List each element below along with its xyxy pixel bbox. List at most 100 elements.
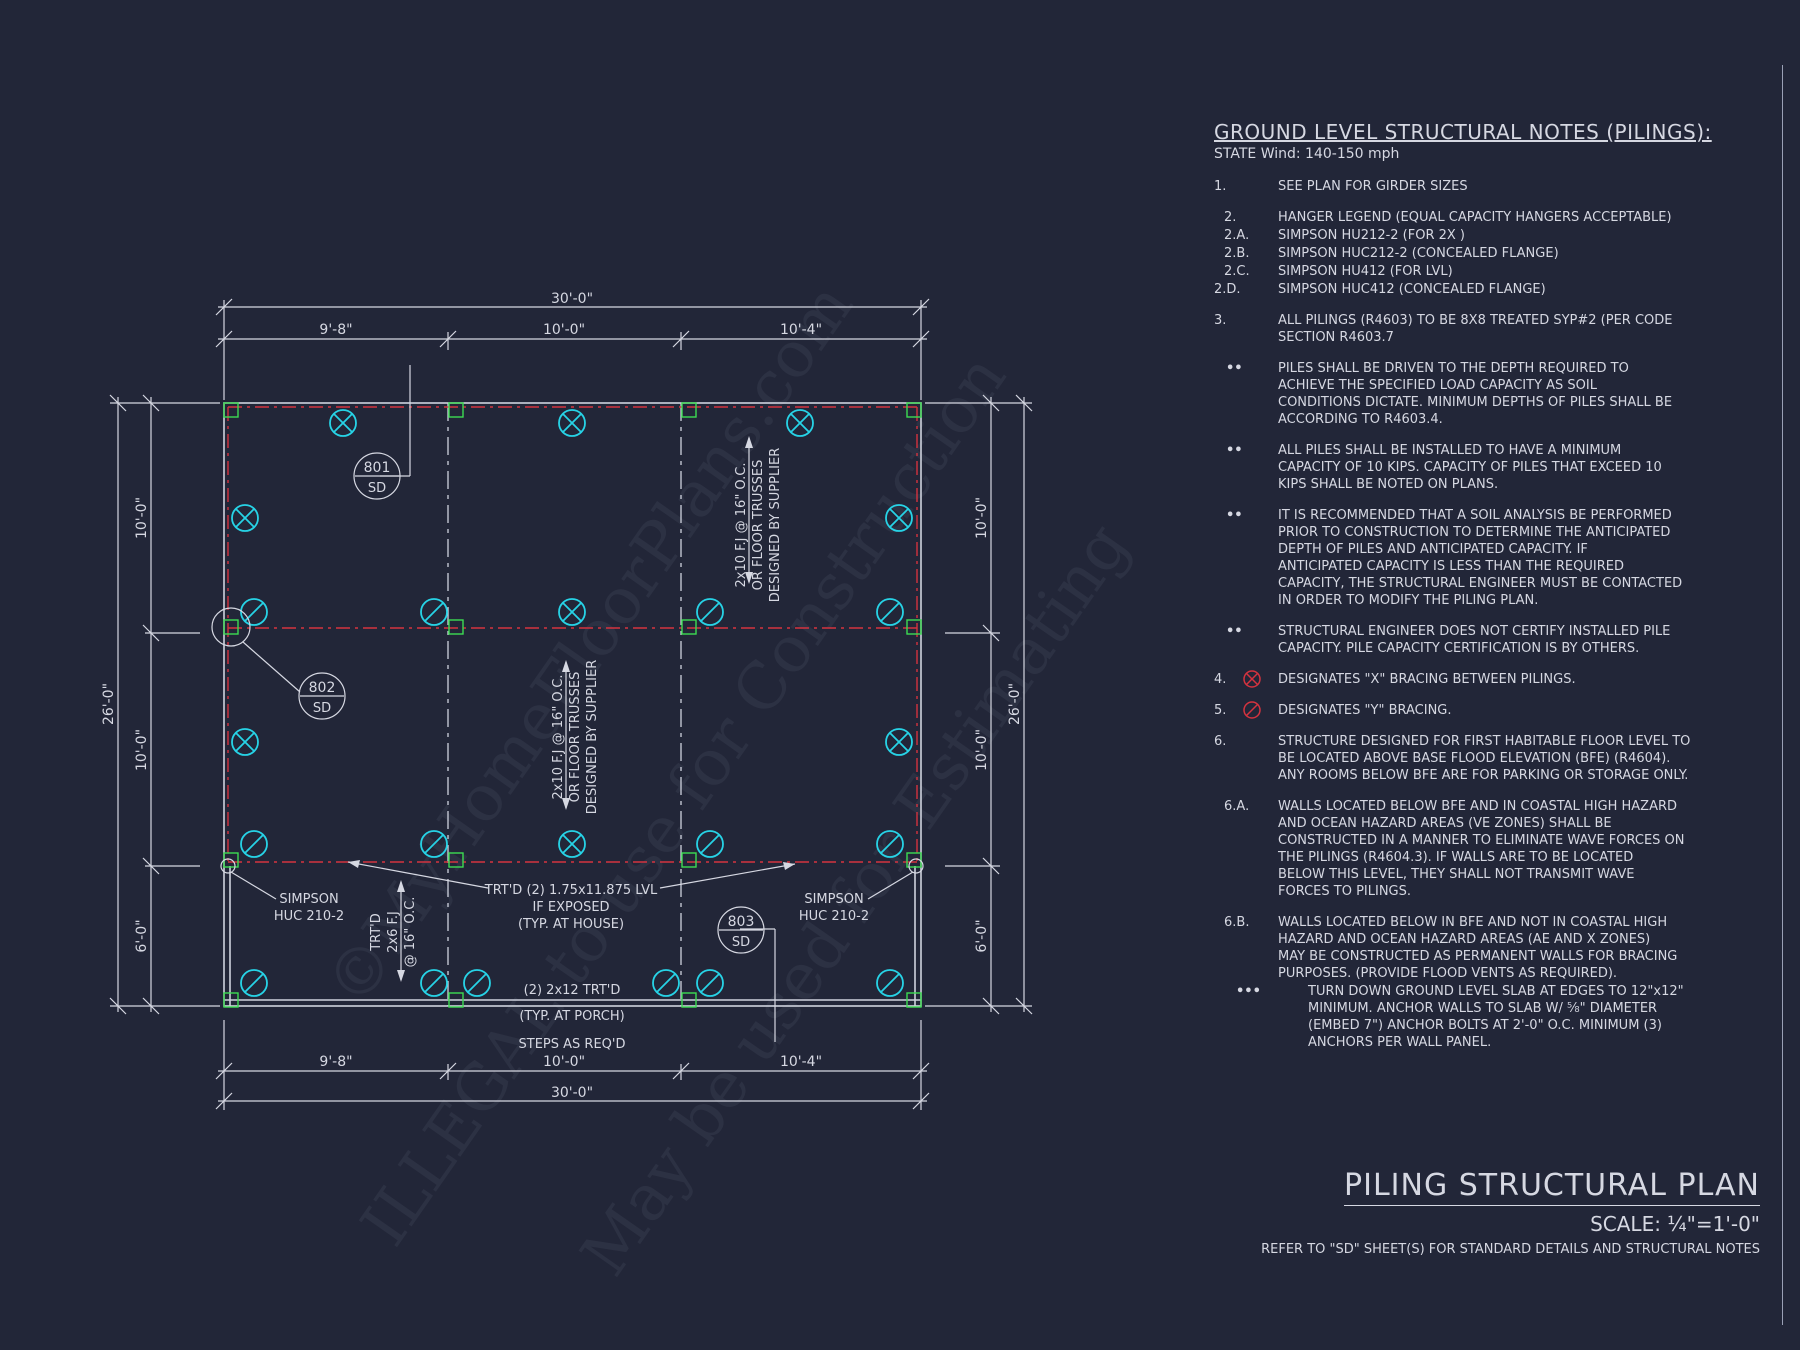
- post: [906, 992, 922, 1008]
- hanger-right-line-1: SIMPSON: [804, 892, 863, 907]
- steps-label: STEPS AS REQ'D: [519, 1037, 626, 1052]
- note-text: WALLS LOCATED BELOW BFE AND IN COASTAL H…: [1278, 799, 1685, 899]
- note-item: 1.SEE PLAN FOR GIRDER SIZES: [1214, 178, 1734, 195]
- dim-top-seg1: 9'-8": [319, 322, 352, 338]
- piling-y-braced: [240, 598, 268, 626]
- note-item: 4.DESIGNATES "X" BRACING BETWEEN PILINGS…: [1214, 670, 1734, 688]
- hanger-right-line-2: HUC 210-2: [799, 909, 869, 924]
- watermark: ©MyHomeFloorPlans.com ILLEGAL to use for…: [312, 270, 1143, 1289]
- hanger-left: SIMPSON HUC 210-2: [220, 858, 344, 924]
- dim-left-overall: 26'-0": [101, 683, 117, 725]
- note-number: 2.A.: [1224, 228, 1250, 243]
- note-text: DESIGNATES "Y" BRACING.: [1278, 703, 1452, 718]
- post: [223, 402, 239, 418]
- callout-801-num: 801: [364, 460, 391, 476]
- notes-heading: GROUND LEVEL STRUCTURAL NOTES (PILINGS):: [1214, 120, 1712, 144]
- note-text: SEE PLAN FOR GIRDER SIZES: [1278, 179, 1468, 194]
- note-number: 3.: [1214, 313, 1227, 328]
- hanger-left-line-1: SIMPSON: [279, 892, 338, 907]
- post: [906, 402, 922, 418]
- note-item: •• STRUCTURAL ENGINEER DOES NOT CERTIFY I…: [1214, 623, 1734, 657]
- drawing-scale: SCALE: ¼"=1'-0": [1590, 1212, 1760, 1236]
- posts: [223, 402, 922, 1008]
- note-item: ••IT IS RECOMMENDED THAT A SOIL ANALYSIS…: [1214, 507, 1734, 609]
- callout-802-sheet: SD: [313, 701, 331, 716]
- piling-y-braced: [240, 830, 268, 858]
- note-text: HANGER LEGEND (EQUAL CAPACITY HANGERS AC…: [1278, 210, 1672, 225]
- callout-803-num: 803: [728, 914, 755, 930]
- porch-joist-label: TRT'D 2x6 F.J @ 16" O.C.: [369, 880, 418, 982]
- note-text: STRUCTURE DESIGNED FOR FIRST HABITABLE F…: [1278, 734, 1691, 783]
- note-text: STRUCTURAL ENGINEER DOES NOT CERTIFY INS…: [1278, 624, 1671, 656]
- dimensions: 30'-0" 9'-8" 10'-0" 10'-4" 9'-8" 10'-0" …: [101, 291, 1033, 1110]
- piling-x-braced: [231, 728, 259, 756]
- y-bracing-icon: [1243, 701, 1261, 719]
- piling-x-braced: [329, 409, 357, 437]
- callout-801-sheet: SD: [368, 481, 386, 496]
- callout-803-sheet: SD: [732, 935, 750, 950]
- porch-beam-line-1: (2) 2x12 TRT'D: [524, 983, 621, 998]
- piling-y-braced: [652, 969, 680, 997]
- dim-left-seg3: 6'-0": [134, 919, 150, 952]
- note-item: 6.A. WALLS LOCATED BELOW BFE AND IN COAST…: [1214, 798, 1734, 900]
- pilings: [231, 409, 913, 997]
- joist-right-line-3: DESIGNED BY SUPPLIER: [768, 448, 783, 603]
- callout-803: 803 SD: [717, 906, 765, 954]
- note-text: DESIGNATES "X" BRACING BETWEEN PILINGS.: [1278, 672, 1576, 687]
- note-number: ••: [1226, 624, 1243, 639]
- notes-subheading: STATE Wind: 140-150 mph: [1214, 146, 1400, 162]
- dim-right-overall: 26'-0": [1007, 683, 1023, 725]
- post: [448, 402, 464, 418]
- joist-center-line-1: 2x10 F.J @ 16" O.C.: [551, 675, 566, 800]
- title-block: PILING STRUCTURAL PLAN SCALE: ¼"=1'-0" R…: [1261, 1168, 1760, 1257]
- porch-joist-line-2: 2x6 F.J: [386, 911, 401, 953]
- callout-802-num: 802: [309, 680, 336, 696]
- piling-x-braced: [786, 409, 814, 437]
- note-number: 2.B.: [1224, 246, 1250, 261]
- dim-right-seg1: 10'-0": [974, 497, 990, 539]
- note-item: 2.C. SIMPSON HU412 (FOR LVL): [1214, 263, 1734, 280]
- note-number: ••: [1226, 443, 1243, 458]
- note-text: IT IS RECOMMENDED THAT A SOIL ANALYSIS B…: [1278, 508, 1683, 608]
- note-text: ALL PILES SHALL BE INSTALLED TO HAVE A M…: [1278, 443, 1662, 492]
- callout-802: 802 SD: [298, 672, 346, 720]
- note-item: ••PILES SHALL BE DRIVEN TO THE DEPTH REQ…: [1214, 360, 1734, 428]
- note-item: 2.B.SIMPSON HUC212-2 (CONCEALED FLANGE): [1214, 245, 1734, 262]
- post: [906, 852, 922, 868]
- detail-callouts: 801 SD 802 SD 803 SD: [211, 365, 776, 1042]
- porch-beam-line-2: (TYP. AT PORCH): [519, 1009, 624, 1024]
- lvl-line-2: IF EXPOSED: [532, 900, 609, 915]
- dim-bottom-seg3: 10'-4": [780, 1054, 822, 1070]
- joist-center-line-2: OR FLOOR TRUSSES: [568, 672, 583, 803]
- post: [681, 992, 697, 1008]
- note-text: SIMPSON HU212-2 (FOR 2X ): [1278, 228, 1466, 243]
- lvl-label: TRT'D (2) 1.75x11.875 LVL IF EXPOSED (TY…: [347, 860, 796, 932]
- joist-center-line-3: DESIGNED BY SUPPLIER: [585, 660, 600, 815]
- note-number: 6.A.: [1224, 799, 1250, 814]
- dim-bottom-seg1: 9'-8": [319, 1054, 352, 1070]
- note-text: PILES SHALL BE DRIVEN TO THE DEPTH REQUI…: [1278, 361, 1673, 427]
- sheet-border: [1782, 65, 1783, 1325]
- piling-y-braced: [696, 598, 724, 626]
- lvl-line-3: (TYP. AT HOUSE): [518, 917, 624, 932]
- note-item: 6.STRUCTURE DESIGNED FOR FIRST HABITABLE…: [1214, 733, 1734, 784]
- joist-label-right: 2x10 F.J @ 16" O.C. OR FLOOR TRUSSES DES…: [734, 436, 783, 602]
- piling-y-braced: [876, 598, 904, 626]
- post: [223, 992, 239, 1008]
- piling-x-braced: [885, 728, 913, 756]
- structural-notes: GROUND LEVEL STRUCTURAL NOTES (PILINGS):…: [1214, 120, 1734, 1065]
- joist-right-line-1: 2x10 F.J @ 16" O.C.: [734, 463, 749, 588]
- post: [906, 619, 922, 635]
- note-number: 2.C.: [1224, 264, 1250, 279]
- porch-joist-line-1: TRT'D: [369, 913, 384, 952]
- piling-x-braced: [231, 504, 259, 532]
- note-item: 2.A. SIMPSON HU212-2 (FOR 2X ): [1214, 227, 1734, 244]
- joist-right-line-2: OR FLOOR TRUSSES: [751, 460, 766, 591]
- post: [448, 619, 464, 635]
- post: [681, 402, 697, 418]
- note-number: •••: [1236, 984, 1261, 999]
- note-text: SIMPSON HU412 (FOR LVL): [1278, 264, 1453, 279]
- dim-left-seg1: 10'-0": [134, 497, 150, 539]
- note-text: SIMPSON HUC412 (CONCEALED FLANGE): [1278, 282, 1546, 297]
